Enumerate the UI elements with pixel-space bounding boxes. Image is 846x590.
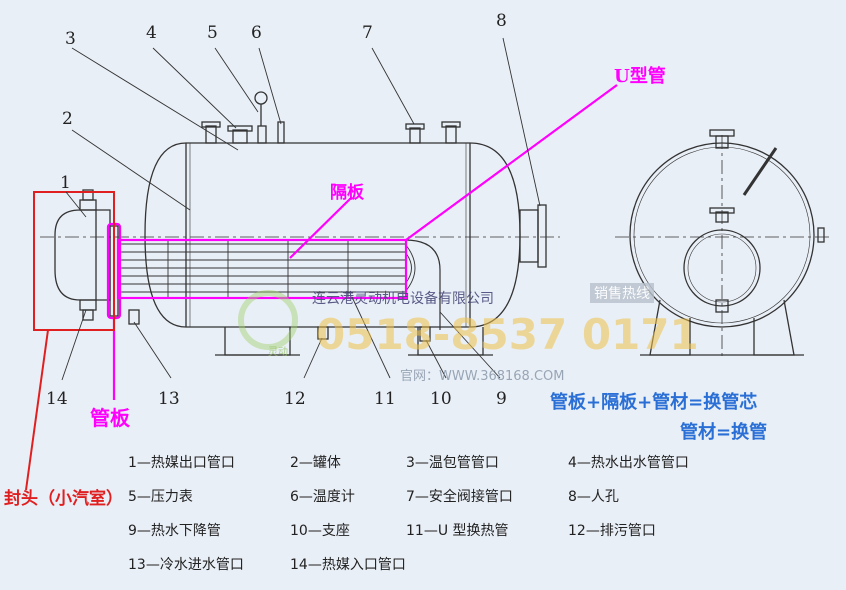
- legend-item: 12—排污管口: [568, 523, 656, 539]
- watermark-sales: 销售热线: [590, 283, 654, 303]
- callout-10: 10: [430, 389, 452, 409]
- legend-item: 6—温度计: [290, 489, 355, 505]
- legend-item: 7—安全阀接管口: [406, 489, 513, 505]
- tank-end-view: [615, 129, 830, 360]
- callout-numbers: 3 4 5 6 7 8 2 1 14 13 12 11 10 9: [46, 11, 507, 409]
- legend-item: 2—罐体: [290, 455, 341, 471]
- legend-item: 14—热媒入口管口: [290, 557, 406, 573]
- formula-tube: 管材=换管: [680, 422, 768, 443]
- watermark-company: 连云港灵动机电设备有限公司: [312, 291, 494, 307]
- label-head-chamber: 封头（小汽室）: [4, 489, 123, 509]
- callout-5: 5: [207, 23, 218, 43]
- callout-13: 13: [158, 389, 180, 409]
- leader-lines: [61, 37, 541, 381]
- label-tube-sheet: 管板: [90, 406, 130, 430]
- legend-item: 8—人孔: [568, 489, 619, 505]
- red-highlights: [25, 191, 115, 491]
- label-u-tube: U型管: [614, 66, 666, 87]
- callout-12: 12: [284, 389, 306, 409]
- watermark-website: 官网：WWW.368168.COM: [400, 369, 565, 384]
- callout-8: 8: [496, 11, 507, 31]
- legend-item: 9—热水下降管: [128, 523, 221, 539]
- legend-item: 3—温包管管口: [406, 455, 499, 471]
- formula-core: 管板+隔板+管材=换管芯: [550, 392, 758, 413]
- watermark-logo-text: 灵动: [268, 347, 288, 358]
- watermark-phone: 0518-8537 0171: [316, 310, 699, 359]
- callout-11: 11: [374, 389, 396, 409]
- legend-item: 10—支座: [290, 523, 350, 539]
- callout-9: 9: [496, 389, 507, 409]
- callout-4: 4: [146, 23, 157, 43]
- legend-item: 1—热媒出口管口: [128, 455, 235, 471]
- watermark-logo-icon: [238, 290, 298, 350]
- tank-side-view: [40, 91, 560, 356]
- label-baffle: 隔板: [330, 183, 364, 203]
- callout-14: 14: [46, 389, 68, 409]
- callout-7: 7: [362, 23, 373, 43]
- legend-item: 4—热水出水管管口: [568, 455, 689, 471]
- legend-item: 5—压力表: [128, 489, 193, 505]
- callout-2: 2: [62, 109, 73, 129]
- callout-1: 1: [60, 173, 71, 193]
- callout-6: 6: [251, 23, 262, 43]
- callout-3: 3: [65, 29, 76, 49]
- legend-item: 11—U 型换热管: [406, 523, 509, 539]
- legend-item: 13—冷水进水管口: [128, 557, 244, 573]
